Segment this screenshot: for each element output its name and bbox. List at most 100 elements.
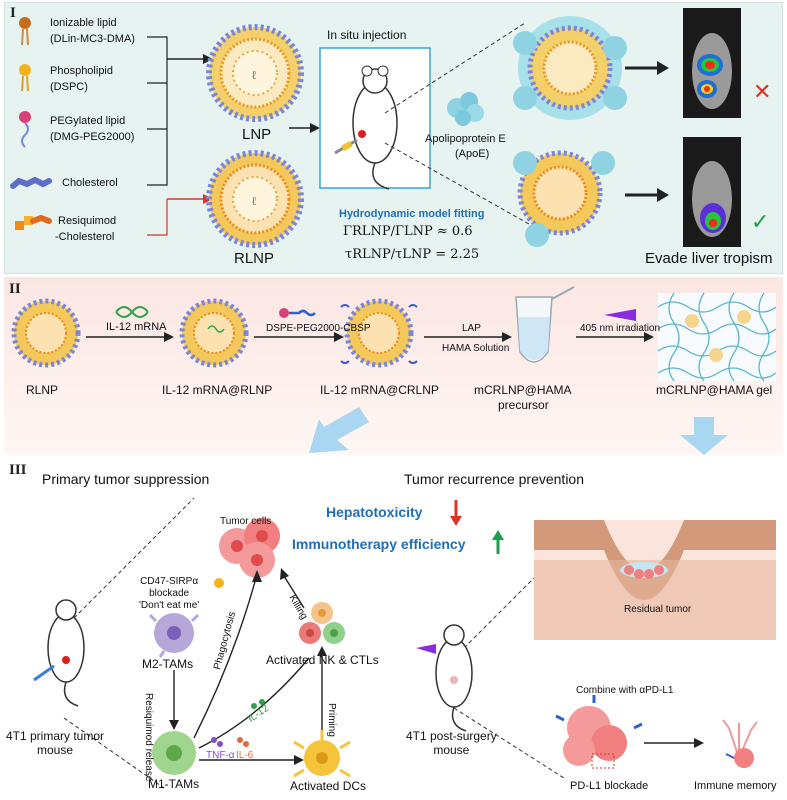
cytokine-dots-icon [211, 699, 265, 747]
m1-tams-label: M1-TAMs [148, 777, 200, 791]
svg-text:ℓ: ℓ [251, 194, 257, 208]
legend-phospholipid-detail: (DSPC) [50, 81, 88, 93]
mouse1-line-1: 4T1 primary tumor [6, 729, 105, 743]
immune-memory-label: Immune memory [694, 780, 777, 792]
step-arrow-irradiation: 405 nm irradiation [580, 323, 661, 334]
rlnp-small-icon [11, 298, 81, 368]
tumor-cells-label: Tumor cells [220, 516, 272, 527]
il12-mrna-crlnp-icon [340, 298, 418, 368]
il6-label: IL-6 [236, 750, 254, 761]
cholesterol-icon [10, 176, 52, 189]
activated-dcs-label: Activated DCs [290, 779, 367, 793]
residual-tumor-label: Residual tumor [624, 604, 692, 615]
svg-text:ℓ: ℓ [251, 68, 257, 82]
tumor-cells-icon [219, 518, 280, 578]
pdl1-blockade-icon [555, 695, 643, 769]
lnp-particle-icon: ℓ [206, 24, 304, 122]
mouse1-label: 4T1 primary tumor mouse [6, 729, 105, 758]
down-arrow-left-icon [309, 407, 369, 453]
il12-mrna-rlnp-icon [179, 298, 249, 368]
step-arrow-il12-mrna: IL-12 mRNA [106, 321, 167, 333]
legend-pegylated-detail: (DMG-PEG2000) [50, 131, 135, 143]
step-arrow-lap: LAP [462, 323, 481, 334]
resiquimod-cholesterol-icon [15, 214, 52, 230]
m2-tam-icon [148, 613, 200, 658]
pdl1-blockade-label: PD-L1 blockade [570, 780, 649, 792]
m2-tams-label: M2-TAMs [142, 657, 194, 671]
legend-resiquimod-detail: -Cholesterol [55, 231, 115, 243]
cd47-line-1: CD47-SIRPα [140, 576, 199, 587]
panel-ii: II [4, 277, 783, 455]
tube-icon [515, 286, 575, 363]
rlnp-apoe-icon [513, 150, 615, 247]
ionizable-lipid-icon [19, 17, 31, 46]
cd47-line-2: blockade [149, 588, 190, 599]
resiquimod-release-label: Resiquimod release [143, 693, 154, 782]
injection-label: In situ injection [327, 28, 407, 42]
panel-label-iii: III [9, 462, 27, 478]
apoe-protein-icon [447, 92, 484, 126]
nk-ctls-label: Activated NK & CTLs [266, 653, 379, 667]
ivis-image-lnp [683, 8, 741, 118]
apoe-abbr: (ApoE) [455, 148, 490, 160]
check-mark-icon: ✓ [751, 209, 770, 234]
mrna-icon [115, 306, 149, 318]
apoe-label: Apolipoprotein E [425, 133, 506, 145]
ivis-image-rlnp [683, 137, 741, 247]
left-title: Primary tumor suppression [42, 471, 210, 487]
dspe-peg-cbsp-icon [279, 308, 316, 318]
priming-label: Priming [326, 703, 337, 737]
legend-pegylated-name: PEGylated lipid [50, 115, 126, 127]
equation-tau: τRLNP/τLNP = 2.25 [345, 247, 480, 262]
equation-gamma: ΓRLNP/ΓLNP ≈ 0.6 [343, 224, 473, 239]
panel-i-graphics: ℓ ℓ [10, 8, 741, 248]
legend-ionizable-name: Ionizable lipid [50, 17, 117, 29]
step-rlnp: RLNP [26, 383, 59, 397]
panel-label-ii: II [9, 281, 21, 297]
panel-i: I ℓ ℓ [4, 2, 783, 274]
outcome-label: Evade liver tropism [645, 250, 773, 267]
activated-dc-icon [293, 730, 351, 778]
up-green-arrow-icon [492, 530, 504, 554]
step-mcrlnp-hama: mCRLNP@HAMA [474, 383, 572, 397]
legend-resiquimod-name: Resiquimod [58, 215, 117, 227]
legend-ionizable-detail: (DLin-MC3-DMA) [50, 33, 135, 45]
hydrogel-icon [657, 292, 777, 382]
model-title: Hydrodynamic model fitting [339, 208, 485, 220]
combine-label: Combine with αPD-L1 [576, 685, 674, 696]
cd47-line-3: 'Don't eat me' [139, 600, 200, 611]
step-arrow-hama-solution: HAMA Solution [442, 343, 510, 354]
step-mcrlnp-hama-gel: mCRLNP@HAMA gel [656, 383, 773, 397]
lnp-label: LNP [242, 126, 272, 143]
panel-ii-graphics [11, 286, 777, 455]
cd47-signal-icon [214, 578, 224, 588]
down-arrow-right-icon [680, 417, 728, 455]
tnf-label: TNF-α [206, 750, 235, 761]
hepatotoxicity-label: Hepatotoxicity [326, 504, 423, 520]
m1-tam-icon [152, 731, 196, 775]
cross-mark-icon: ✕ [753, 79, 772, 104]
post-surgery-mouse-icon [416, 624, 473, 732]
legend-phospholipid-name: Phospholipid [50, 65, 113, 77]
step-il12-mrna-crlnp: IL-12 mRNA@CRLNP [320, 383, 439, 397]
skin-section-image [534, 520, 776, 640]
step-mcrlnp-hama-sub: precursor [498, 398, 549, 412]
step-il12-mrna-rlnp: IL-12 mRNA@RLNP [162, 383, 273, 397]
down-red-arrow-icon [450, 500, 462, 526]
panel-iii-graphics [33, 497, 776, 789]
panel-label-i: I [10, 5, 16, 21]
panel-iii: III [4, 458, 783, 798]
immunotherapy-label: Immunotherapy efficiency [292, 536, 466, 552]
lnp-apoe-corona-icon [513, 16, 627, 120]
right-title: Tumor recurrence prevention [404, 471, 585, 487]
nk-ctl-cells-icon [299, 602, 345, 644]
uv-light-icon [604, 309, 636, 321]
legend-cholesterol-name: Cholesterol [62, 177, 118, 189]
rlnp-particle-icon: ℓ [206, 150, 304, 248]
phospholipid-icon [19, 64, 31, 92]
mouse2-line-2: mouse [433, 742, 470, 757]
rlnp-label: RLNP [234, 250, 275, 267]
pegylated-lipid-icon [19, 111, 31, 148]
step-arrow-dspe-peg-cbsp: DSPE-PEG2000-CBSP [266, 323, 371, 334]
cd47-blockade-label: CD47-SIRPα blockade 'Don't eat me' [139, 576, 199, 612]
